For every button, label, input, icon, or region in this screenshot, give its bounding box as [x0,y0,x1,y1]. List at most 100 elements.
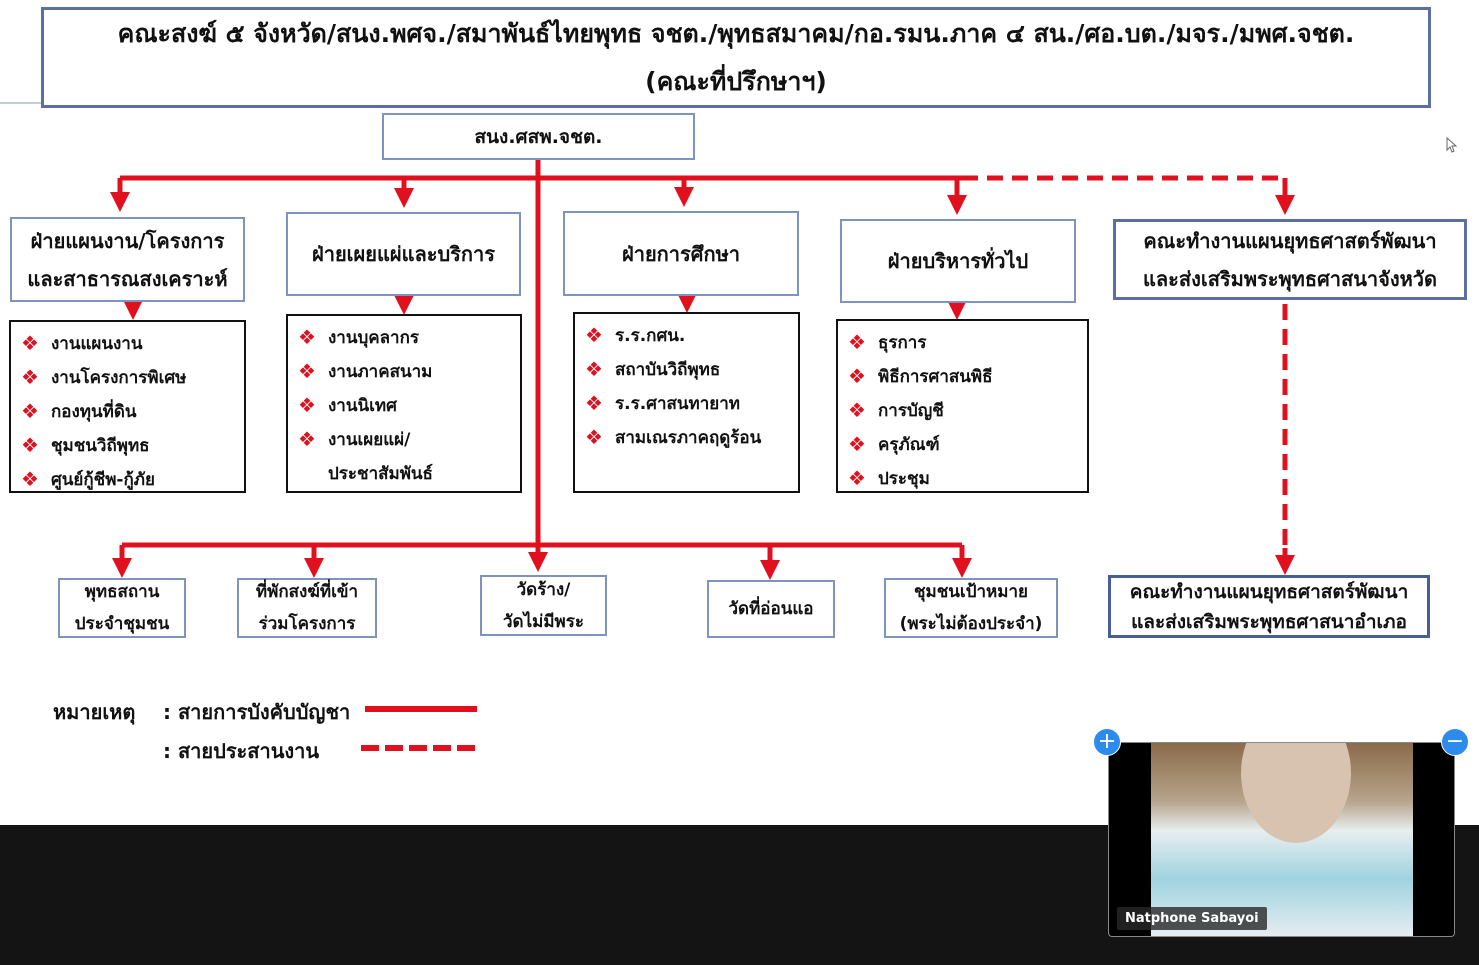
task-item: ❖สถาบันวิถีพุทธ [585,352,788,386]
participant-video-tile[interactable]: Natphone Sabayoi [1108,742,1455,937]
task-item-continuation: ประชาสัมพันธ์ [328,463,433,484]
unit-label: ร่วมโครงการ [258,614,356,634]
bullet-icon: ❖ [21,399,39,423]
legend-title: หมายเหตุ [53,700,136,724]
unit-box: วัดที่อ่อนแอ [707,580,835,638]
bullet-icon: ❖ [21,433,39,457]
unit-label: พุทธสถาน [84,582,160,602]
bullet-icon: ❖ [848,466,866,490]
task-item: ❖ งานโครงการพิเศษ [21,360,234,394]
task-label: ร.ร.ศาสนทายาท [615,393,740,414]
committee-label: และส่งเสริมพระพุทธศาสนาจังหวัด [1143,266,1437,291]
bullet-icon: ❖ [848,364,866,388]
task-label: ประชุม [878,468,930,489]
unit-label: วัดร้าง/ [516,579,571,600]
unit-label: วัดไม่มีพระ [502,611,584,632]
task-item: ❖ กองทุนที่ดิน [21,394,234,428]
dept-admin-box: ฝ่ายบริหารทั่วไป [840,219,1076,303]
bullet-icon: ❖ [298,325,316,349]
unit-label: วัดที่อ่อนแอ [728,599,814,619]
task-item: ❖งานภาคสนาม [298,354,510,388]
task-label: สถาบันวิถีพุทธ [615,359,721,380]
task-label: สามเณรภาคฤดูร้อน [615,427,762,448]
committee-label: คณะทำงานแผนยุทธศาสตร์พัฒนา [1143,228,1437,253]
dept-education-tasks: ❖ ร.ร.กศน. ❖สถาบันวิถีพุทธ ❖ ร.ร.ศาสนทายาท… [573,312,800,493]
dept-label: และสาธารณสงเคราะห์ [27,266,228,291]
task-label: พิธีการศาสนพิธี [878,366,993,387]
task-label: งานแผนงาน [51,333,143,354]
connector-lines [0,102,1295,580]
unit-label: ที่พักสงฆ์ที่เข้า [255,582,359,602]
dept-label: ฝ่ายเผยแผ่และบริการ [312,242,495,266]
bullet-icon: ❖ [585,323,603,347]
dept-admin-tasks: ❖ธุรการ ❖พิธีการศาสนพิธี ❖การบัญชี ❖ครุภ… [836,319,1089,493]
task-label: ร.ร.กศน. [615,325,686,346]
legend-solid-line [365,706,477,712]
participant-name: Natphone Sabayoi [1117,907,1267,930]
zoom-out-button[interactable]: − [1441,728,1469,756]
task-item: ❖สามเณรภาคฤดูร้อน [585,420,788,454]
committee-label: และส่งเสริมพระพุทธศาสนาอำเภอ [1131,610,1407,633]
committee-label: คณะทำงานแผนยุทธศาสตร์พัฒนา [1129,580,1409,603]
task-item: ❖ ครุภัณฑ์ [848,427,1077,461]
province-committee-box: คณะทำงานแผนยุทธศาสตร์พัฒนา และส่งเสริมพร… [1113,219,1467,300]
task-label: งานโครงการพิเศษ [51,367,187,388]
dept-label: ฝ่ายแผนงาน/โครงการ [30,228,225,253]
task-item: ❖ ร.ร.กศน. [585,318,788,352]
advisory-committee-box: คณะสงฆ์ ๕ จังหวัด/สนง.พศจ./สมาพันธ์ไทยพุ… [41,7,1431,108]
unit-label: ประจำชุมชน [74,614,170,634]
task-label: การบัญชี [878,400,944,421]
task-item: ❖ ธุรการ [848,325,1077,359]
bullet-icon: ❖ [585,391,603,415]
bullet-icon: ❖ [21,331,39,355]
legend-dashed-label: : สายประสานงาน [163,739,320,763]
task-item: ❖ งานเผยแผ่/ [298,422,510,456]
unit-label: ชุมชนเป้าหมาย [914,582,1028,602]
dept-planning-box: ฝ่ายแผนงาน/โครงการ และสาธารณสงเคราะห์ [10,217,245,302]
legend-solid-label: : สายการบังคับบัญชา [163,700,351,724]
title-line1: คณะสงฆ์ ๕ จังหวัด/สนง.พศจ./สมาพันธ์ไทยพุ… [117,18,1355,48]
bullet-icon: ❖ [298,427,316,451]
participant-video-feed [1151,743,1413,936]
dept-planning-tasks: ❖ งานแผนงาน ❖ งานโครงการพิเศษ ❖ กองทุนที่ดิ… [9,320,246,493]
task-label: ครุภัณฑ์ [878,434,940,455]
task-item: ❖ งานบุคลากร [298,320,510,354]
dept-outreach-tasks: ❖ งานบุคลากร ❖งานภาคสนาม ❖ งานนิเทศ ❖ งานเผ… [286,314,522,493]
task-item: ❖ ร.ร.ศาสนทายาท [585,386,788,420]
task-item: ❖ ประชุม [848,461,1077,495]
task-item: ❖ ชุมชนวิถีพุทธ [21,428,234,462]
bullet-icon: ❖ [298,359,316,383]
task-label: กองทุนที่ดิน [51,401,137,422]
title-line2: (คณะที่ปรึกษาฯ) [645,66,827,96]
bullet-icon: ❖ [298,393,316,417]
bullet-icon: ❖ [21,467,39,491]
unit-box: พุทธสถานประจำชุมชน [58,578,186,638]
zoom-in-button[interactable]: + [1093,728,1121,756]
task-label: งานนิเทศ [328,395,397,416]
task-label: ศูนย์กู้ชีพ-กู้ภัย [51,469,155,490]
task-item: ❖การบัญชี [848,393,1077,427]
mouse-cursor-icon [1446,137,1458,153]
unit-label: (พระไม่ต้องประจำ) [899,614,1043,634]
root-office-label: สนง.ศสพ.จชต. [474,125,603,148]
task-item: ❖ งานนิเทศ [298,388,510,422]
task-label: งานเผยแผ่/ [328,429,411,450]
task-item: ❖ พิธีการศาสนพิธี [848,359,1077,393]
district-committee-box: คณะทำงานแผนยุทธศาสตร์พัฒนา และส่งเสริมพร… [1108,575,1430,638]
bullet-icon: ❖ [848,330,866,354]
dept-label: ฝ่ายการศึกษา [622,241,740,266]
bullet-icon: ❖ [21,365,39,389]
unit-box: ที่พักสงฆ์ที่เข้าร่วมโครงการ [237,578,377,638]
unit-box: ชุมชนเป้าหมาย (พระไม่ต้องประจำ) [884,578,1058,638]
task-item: ❖ ศูนย์กู้ชีพ-กู้ภัย [21,462,234,496]
task-item: ❖ งานแผนงาน [21,326,234,360]
dept-education-box: ฝ่ายการศึกษา [563,211,799,296]
task-label: ชุมชนวิถีพุทธ [51,435,150,456]
task-label: งานบุคลากร [328,327,420,348]
bullet-icon: ❖ [848,432,866,456]
legend-dashed-line [361,745,475,751]
task-label: ธุรการ [878,332,927,353]
root-office-box: สนง.ศสพ.จชต. [382,113,695,160]
unit-box: วัดร้าง/วัดไม่มีพระ [480,575,607,636]
dept-label: ฝ่ายบริหารทั่วไป [887,249,1029,273]
